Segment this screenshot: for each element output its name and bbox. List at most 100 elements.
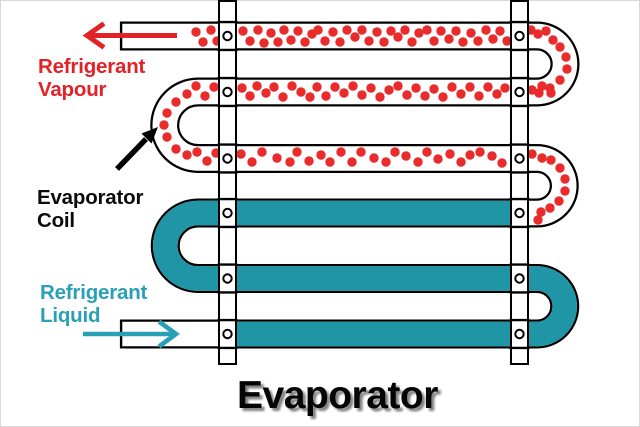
vapour-dot	[279, 25, 289, 35]
vapour-dot	[473, 36, 483, 46]
vapour-dot	[483, 82, 493, 92]
vapour-dot	[330, 82, 340, 92]
vapour-dot	[304, 156, 314, 166]
vapour-dot	[253, 25, 263, 35]
vapour-dot	[561, 52, 571, 62]
vapour-dot	[269, 82, 279, 92]
vapour-dot	[433, 154, 443, 164]
vapour-dot	[492, 89, 502, 99]
rivet	[514, 273, 525, 284]
vapour-dot	[560, 186, 570, 196]
vapour-out-arrowhead	[82, 21, 106, 50]
vapour-dot	[537, 153, 547, 163]
vapour-dot	[429, 36, 439, 46]
vapour-dot	[366, 83, 376, 93]
vapour-dot	[407, 37, 417, 47]
rivet	[514, 86, 525, 98]
vapour-dot	[350, 32, 360, 42]
vapour-dot	[369, 153, 379, 163]
vapour-dot	[200, 91, 210, 101]
vapour-dot	[541, 26, 551, 36]
vapour-dot	[192, 147, 202, 157]
coil-pointer-arrowhead	[141, 127, 158, 144]
vapour-dot	[381, 157, 391, 167]
vapour-dot	[546, 88, 556, 98]
vapour-dot	[555, 75, 565, 85]
vapour-dot	[465, 150, 475, 160]
rivet	[222, 207, 233, 219]
coil-pointer-arrow-shaft	[115, 137, 148, 171]
refrigerant-liquid-label-line1: Refrigerant	[40, 281, 148, 304]
vapour-dot	[182, 89, 192, 99]
vapour-dot	[245, 36, 255, 46]
vapour-dot	[312, 82, 322, 92]
vapour-dot	[533, 215, 543, 225]
vapour-dot	[488, 34, 498, 44]
vapour-dot	[546, 155, 556, 165]
vapour-dot	[162, 108, 172, 118]
vapour-dot	[342, 25, 352, 35]
vapour-dot	[171, 144, 181, 154]
vapour-dot	[451, 26, 461, 36]
rivet	[514, 207, 525, 219]
vapour-dot	[336, 147, 346, 157]
vapour-dot	[429, 84, 439, 94]
vapour-dot	[379, 37, 389, 47]
vapour-dot	[252, 81, 262, 91]
vapour-dot	[554, 196, 564, 206]
vapour-dot	[458, 37, 468, 47]
vapour-dot	[444, 34, 454, 44]
vapour-dot	[261, 88, 271, 98]
vapour-dot	[414, 28, 424, 38]
vapour-dot	[325, 157, 335, 167]
vapour-dot	[171, 97, 181, 107]
vapour-dot	[536, 207, 546, 217]
vapour-dot	[266, 28, 276, 38]
rivet	[222, 30, 233, 42]
vapour-dot	[545, 203, 555, 213]
vapour-dot	[402, 90, 412, 100]
vapour-dot	[411, 83, 421, 93]
rivet	[514, 153, 525, 164]
refrigerant-vapour-label-line2: Vapour	[38, 78, 107, 101]
vapour-dot	[393, 32, 403, 42]
vapour-dot	[305, 92, 315, 102]
refrigerant-liquid-label: Refrigerant Liquid	[40, 281, 147, 327]
vapour-dot	[293, 26, 303, 36]
vapour-dot	[364, 36, 374, 46]
vapour-dot	[384, 85, 394, 95]
vapour-dot	[356, 147, 366, 157]
vapour-dot	[292, 147, 302, 157]
vapour-dot	[465, 82, 475, 92]
rivet	[514, 328, 525, 340]
vapour-dot	[555, 42, 565, 52]
vapour-dot	[527, 85, 537, 95]
liquid-in-arrowhead	[157, 319, 180, 349]
vapour-dot	[287, 81, 297, 91]
vapour-dot	[375, 92, 385, 102]
rivet	[222, 328, 233, 340]
vapour-dot	[456, 89, 466, 99]
vapour-dot	[533, 29, 543, 39]
vapour-dot	[474, 91, 484, 101]
vapour-dot	[548, 35, 558, 45]
vapour-dot	[286, 35, 296, 45]
vapour-dot	[438, 92, 448, 102]
vapour-dot	[456, 157, 466, 167]
vapour-dot	[320, 36, 330, 46]
vapour-dot	[278, 92, 288, 102]
vapour-dot	[313, 25, 323, 35]
vapour-dot	[272, 153, 282, 163]
vapour-dot	[348, 81, 358, 91]
vapour-dot	[245, 91, 255, 101]
vapour-dot	[481, 25, 491, 35]
vapour-dot	[316, 150, 326, 160]
vapour-dot	[296, 87, 306, 97]
vapour-dot	[321, 91, 331, 101]
vapour-dot	[372, 27, 382, 37]
vapour-dot	[357, 90, 367, 100]
vapour-dot	[502, 36, 512, 46]
vapour-dot	[527, 149, 537, 159]
